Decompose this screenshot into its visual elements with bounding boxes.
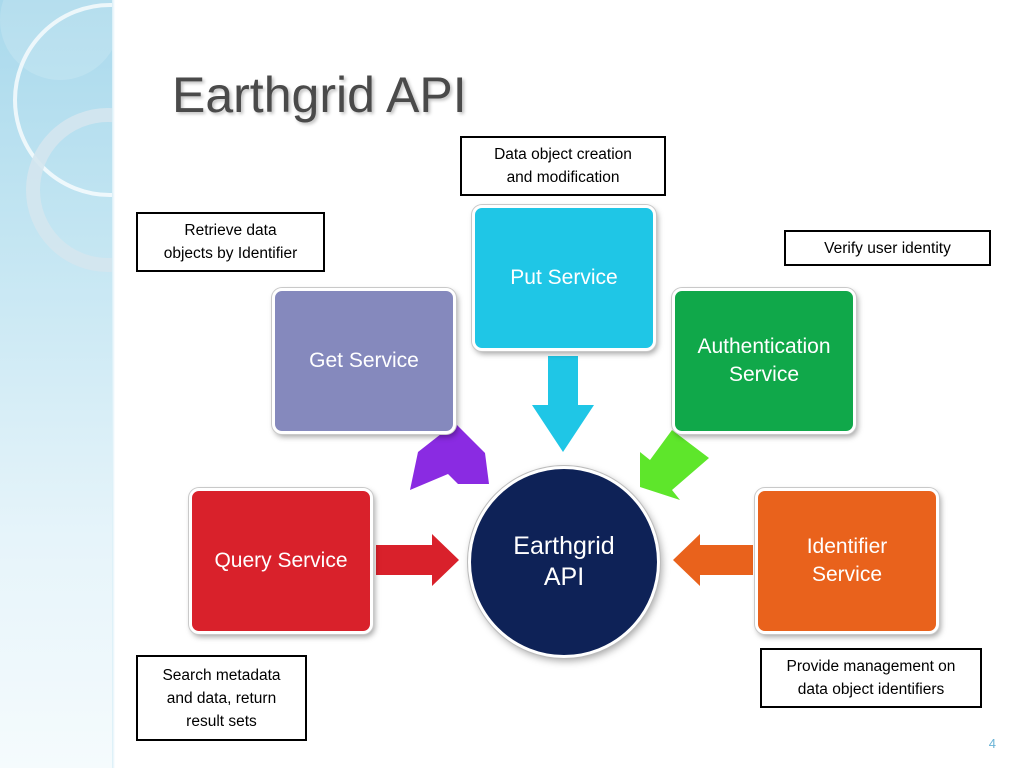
authentication-service-box: Authentication Service	[672, 288, 856, 434]
identifier-service-label-line1: Identifier	[806, 535, 888, 558]
hub-label-line1: Earthgrid	[513, 532, 615, 560]
query-note-line2: and data, return	[166, 689, 277, 707]
identifier-note-line2: data object identifiers	[797, 681, 945, 698]
slide-title: Earthgrid API	[172, 67, 467, 123]
get-service-label: Get Service	[309, 349, 419, 372]
query-service-box: Query Service	[189, 488, 373, 634]
put-service-box: Put Service	[472, 205, 656, 351]
auth-note-line1: Verify user identity	[824, 239, 951, 257]
query-service-note: Search metadata and data, return result …	[136, 655, 307, 741]
authentication-service-label-line1: Authentication	[697, 335, 831, 358]
put-to-hub-arrow	[532, 356, 594, 452]
authentication-service-note: Verify user identity	[784, 230, 991, 266]
query-note-line3: result sets	[186, 712, 257, 730]
decorative-rings-icon	[0, 0, 112, 272]
put-note-line2: and modification	[506, 169, 620, 186]
auth-to-hub-arrow	[640, 430, 709, 500]
identifier-service-label-line2: Service	[811, 563, 883, 586]
page-number: 4	[988, 736, 996, 751]
authentication-service-label-line2: Service	[728, 363, 800, 386]
put-service-label: Put Service	[510, 266, 618, 289]
put-service-note: Data object creation and modification	[460, 136, 666, 196]
get-note-line2: objects by Identifier	[163, 245, 298, 262]
decorative-side-band	[0, 0, 112, 768]
identifier-to-hub-arrow	[673, 534, 753, 586]
get-to-hub-arrow	[410, 423, 489, 490]
put-note-line1: Data object creation	[494, 146, 632, 163]
query-service-label: Query Service	[214, 549, 348, 572]
query-note-line1: Search metadata	[162, 666, 281, 684]
earthgrid-api-hub: Earthgrid API	[468, 466, 660, 658]
side-band-edge	[112, 0, 115, 768]
get-service-box: Get Service	[272, 288, 456, 434]
query-to-hub-arrow	[376, 534, 459, 586]
identifier-service-note: Provide management on data object identi…	[760, 648, 982, 708]
hub-label-line2: API	[543, 563, 585, 591]
get-service-note: Retrieve data objects by Identifier	[136, 212, 325, 272]
identifier-service-box: Identifier Service	[755, 488, 939, 634]
get-note-line1: Retrieve data	[184, 222, 277, 239]
identifier-note-line1: Provide management on	[786, 658, 956, 675]
